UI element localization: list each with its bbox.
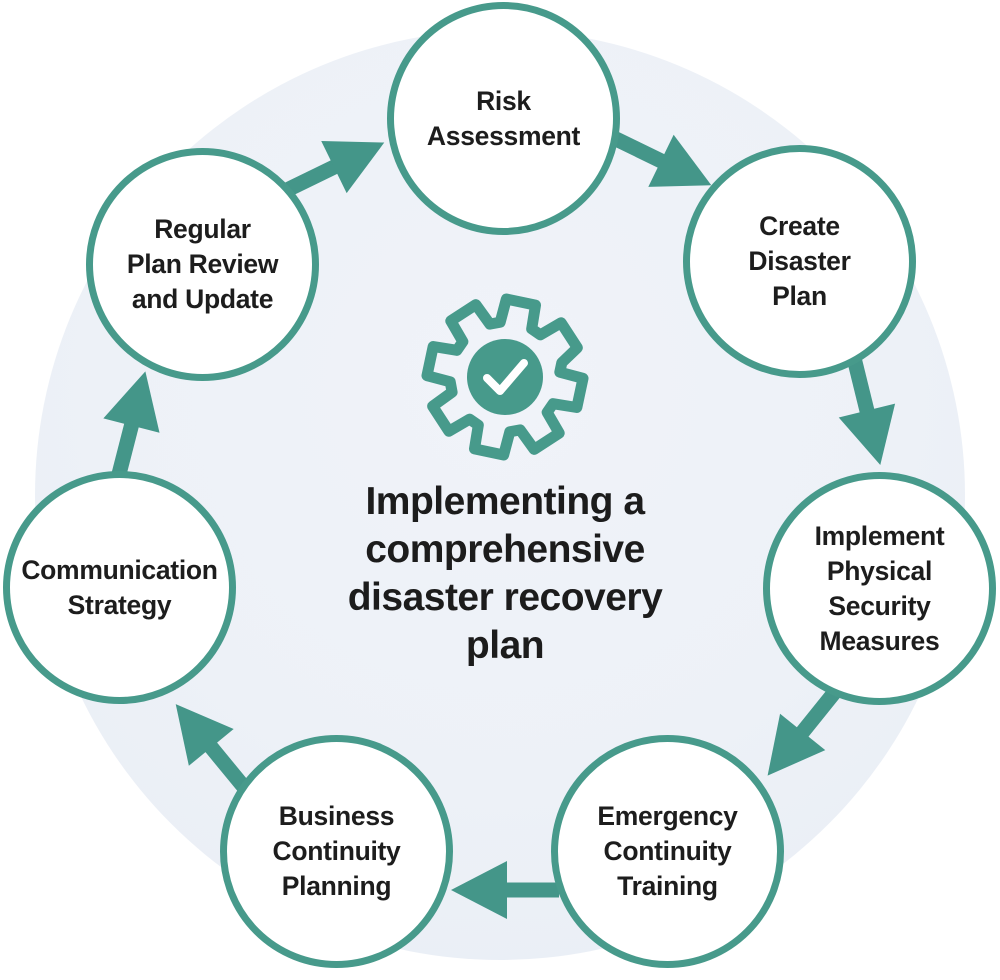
node-label-line: Training — [617, 871, 718, 901]
diagram-title-line: comprehensive — [365, 528, 645, 571]
node-label-line: Emergency — [597, 801, 738, 831]
gear-check-icon — [421, 293, 589, 461]
arrow-implement-physical-security-to-emergency-continuity — [767, 686, 842, 776]
node-implement-physical-security-measures: Implement Physical Security Measures — [763, 472, 996, 705]
node-label-line: Business — [278, 801, 395, 831]
arrow-emergency-continuity-to-business-continuity — [451, 861, 559, 919]
node-label-line: Disaster — [748, 246, 851, 276]
node-label: Emergency Continuity Training — [597, 799, 737, 904]
node-label: Risk Assessment — [427, 84, 580, 154]
diagram-title-line: Implementing a — [365, 480, 645, 523]
node-label: Regular Plan Review and Update — [126, 212, 279, 317]
node-label-line: Measures — [819, 625, 940, 656]
diagram-title-line: disaster recovery — [347, 576, 663, 619]
arrow-regular-plan-review-to-risk-assessment — [283, 141, 385, 197]
node-label-line: Physical — [826, 555, 933, 586]
arrow-business-continuity-to-communication-strategy — [175, 704, 251, 793]
arrow-communication-strategy-to-regular-plan-review — [103, 371, 160, 478]
node-label-line: Risk — [476, 85, 531, 116]
node-label: Business Continuity Planning — [273, 799, 401, 904]
arrow-risk-assessment-to-create-disaster-plan — [610, 131, 712, 187]
node-label-line: Assessment — [426, 120, 581, 151]
node-label-line: Plan — [772, 281, 827, 311]
node-label-line: Implement — [814, 520, 945, 551]
diagram-title: Implementing a comprehensive disaster re… — [270, 478, 740, 670]
node-label: Communication Strategy — [21, 553, 218, 623]
node-label-line: Strategy — [67, 589, 172, 620]
node-create-disaster-plan: Create Disaster Plan — [683, 145, 916, 378]
node-label-line: and Update — [131, 284, 274, 314]
node-label-line: Planning — [281, 871, 392, 901]
node-label-line: Communication — [21, 554, 218, 585]
node-label-line: Continuity — [603, 836, 732, 866]
node-label-line: Plan Review — [126, 249, 279, 279]
node-label: Create Disaster Plan — [748, 209, 851, 314]
node-label-line: Continuity — [272, 836, 401, 866]
node-business-continuity-planning: Business Continuity Planning — [220, 735, 453, 968]
arrow-create-disaster-plan-to-implement-physical-security — [838, 358, 896, 465]
node-label-line: Create — [759, 211, 840, 241]
node-communication-strategy: Communication Strategy — [3, 471, 236, 704]
node-label-line: Security — [828, 590, 931, 621]
node-risk-assessment: Risk Assessment — [387, 2, 620, 235]
diagram-title-line: plan — [465, 624, 545, 667]
node-label-line: Regular — [154, 214, 251, 244]
node-emergency-continuity-training: Emergency Continuity Training — [551, 735, 784, 968]
node-regular-plan-review-and-update: Regular Plan Review and Update — [86, 148, 319, 381]
node-label: Implement Physical Security Measures — [815, 519, 945, 659]
